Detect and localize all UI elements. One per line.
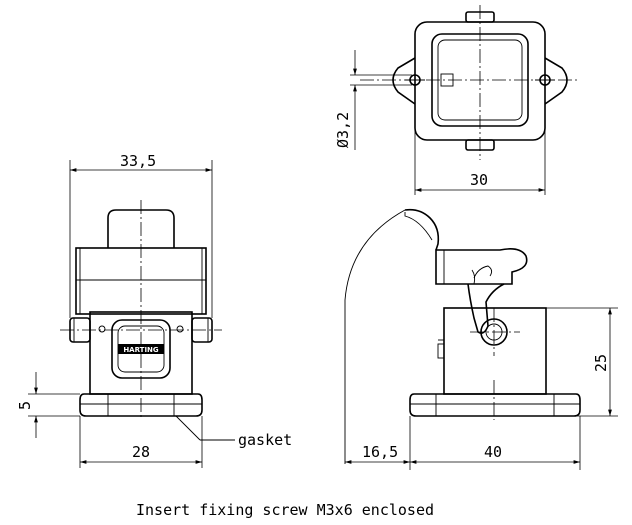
base-height-label: 5: [16, 401, 34, 410]
brand-logo: [118, 344, 164, 354]
width-top-label: 33,5: [120, 152, 156, 170]
brand-logo-text: HARTING: [123, 346, 159, 354]
hole-spacing-label: 30: [470, 171, 488, 189]
gasket-label: gasket: [238, 431, 292, 449]
length-label: 40: [484, 443, 502, 461]
width-base-label: 28: [132, 443, 150, 461]
hole-diameter-label: Ø3,2: [334, 112, 352, 148]
footnote: Insert fixing screw M3x6 enclosed: [136, 501, 434, 519]
offset-label: 16,5: [362, 443, 398, 461]
top-view: Ø3,2 30: [334, 5, 580, 195]
front-view: HARTING 33,5 28 5 gasket: [16, 152, 292, 468]
height-label: 25: [592, 354, 610, 372]
side-view: 25 16,5 40: [344, 208, 618, 470]
